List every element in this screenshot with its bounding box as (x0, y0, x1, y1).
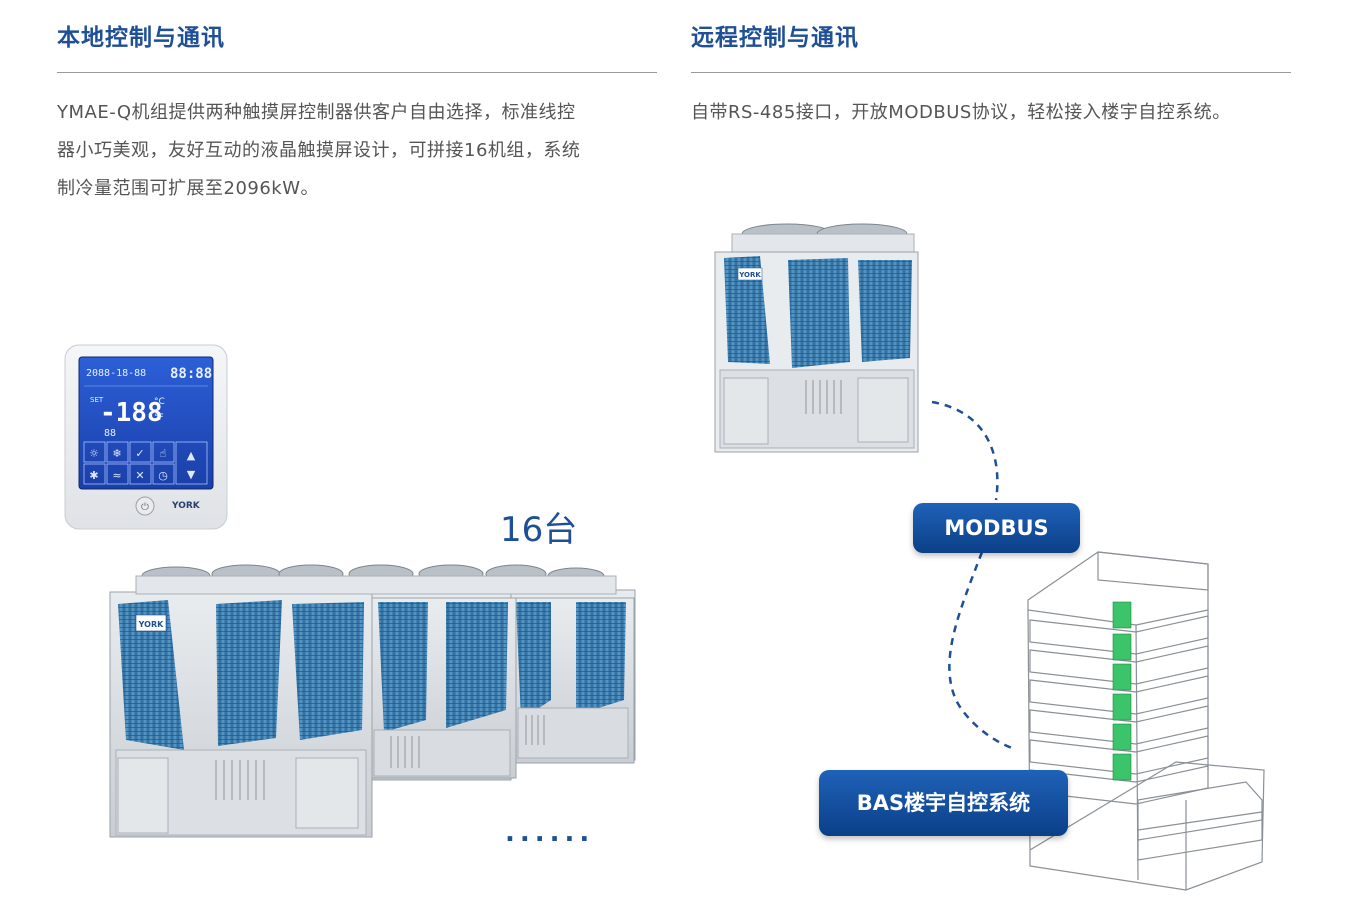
svg-text:✕: ✕ (135, 469, 144, 482)
left-divider (57, 72, 657, 73)
right-divider (691, 72, 1291, 73)
connection-dashed-line (931, 400, 1013, 750)
controller-date: 2088-18-88 (86, 368, 146, 379)
touchscreen-controller-image: 2088-18-88 88:88 SET -188 °C °F 88 ☼❄✓☝ … (64, 344, 228, 530)
single-unit-brand-badge: YORK (738, 271, 761, 279)
local-control-description: YMAE-Q机组提供两种触摸屏控制器供客户自由选择，标准线控 器小巧美观，友好互… (57, 94, 667, 208)
svg-text:≈: ≈ (112, 469, 121, 482)
description-line: 器小巧美观，友好互动的液晶触摸屏设计，可拼接16机组，系统 (57, 140, 581, 161)
svg-text:◷: ◷ (158, 469, 168, 482)
description-line: YMAE-Q机组提供两种触摸屏控制器供客户自由选择，标准线控 (57, 102, 576, 123)
building-control-panels (1112, 601, 1132, 781)
bas-system-badge: BAS楼宇自控系统 (819, 770, 1068, 836)
modbus-badge: MODBUS (913, 503, 1080, 553)
unit-count-label: 16台 (500, 510, 578, 550)
unit-brand-badge: YORK (138, 620, 164, 629)
chiller-single-unit-image: YORK (714, 223, 919, 453)
controller-unit-f: °F (154, 413, 164, 423)
remote-control-title: 远程控制与通讯 (691, 25, 859, 51)
svg-text:☼: ☼ (89, 447, 99, 460)
svg-text:▼: ▼ (187, 468, 196, 481)
svg-text:✓: ✓ (135, 447, 144, 460)
controller-brand: YORK (171, 501, 201, 511)
local-control-title: 本地控制与通讯 (57, 25, 225, 51)
svg-text:▲: ▲ (187, 449, 196, 462)
remote-control-description: 自带RS-485接口，开放MODBUS协议，轻松接入楼宇自控系统。 (691, 102, 1231, 123)
description-line: 制冷量范围可扩展至2096kW。 (57, 178, 320, 199)
chiller-modules-image: YORK (109, 564, 636, 838)
controller-big-value: -188 (100, 398, 163, 428)
controller-time: 88:88 (170, 366, 212, 382)
continuation-ellipsis: ...... (505, 818, 595, 848)
svg-text:☝: ☝ (160, 447, 167, 460)
controller-unit-c: °C (154, 397, 165, 407)
controller-set-label: SET (90, 396, 104, 404)
controller-small-value: 88 (104, 428, 116, 439)
svg-text:⏻: ⏻ (141, 502, 149, 513)
building-wireframe-image (1027, 551, 1265, 891)
svg-text:✱: ✱ (89, 469, 98, 482)
svg-text:❄: ❄ (112, 447, 121, 460)
controller-icon-grid (83, 441, 208, 485)
